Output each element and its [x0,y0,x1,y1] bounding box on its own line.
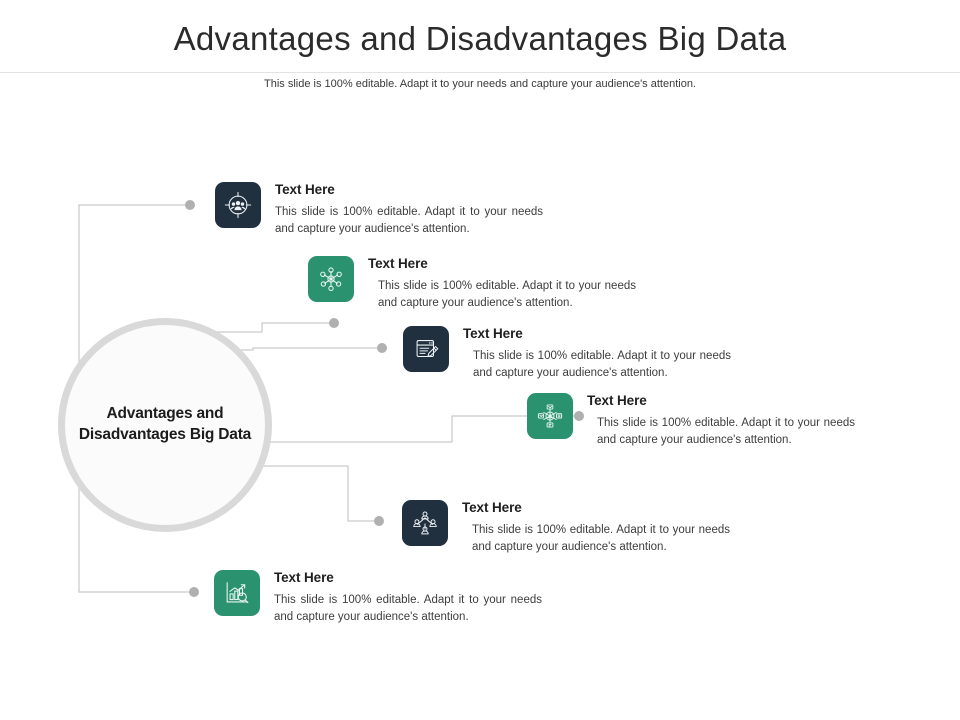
connector-dot [189,587,199,597]
node-text: Text Here This slide is 100% editable. A… [463,326,731,381]
node-item[interactable]: Text Here This slide is 100% editable. A… [214,570,542,625]
node-item[interactable]: Text Here This slide is 100% editable. A… [308,256,636,311]
connector-dot [574,411,584,421]
node-title: Text Here [274,570,334,585]
node-body: This slide is 100% editable. Adapt it to… [274,594,542,623]
node-title: Text Here [275,182,335,197]
node-title: Text Here [463,326,523,341]
node-item[interactable]: Text Here This slide is 100% editable. A… [402,500,730,555]
node-title: Text Here [368,256,428,271]
node-text: Text Here This slide is 100% editable. A… [274,570,542,625]
central-hub: Advantages and Disadvantages Big Data [58,318,272,532]
node-item[interactable]: Text Here This slide is 100% editable. A… [527,393,855,448]
node-body: This slide is 100% editable. Adapt it to… [378,280,636,309]
node-body: This slide is 100% editable. Adapt it to… [472,524,730,553]
team-structure-icon [402,500,448,546]
node-text: Text Here This slide is 100% editable. A… [587,393,855,448]
network-hub-icon [308,256,354,302]
data-analytics-network-icon [527,393,573,439]
connector-dot [377,343,387,353]
node-item[interactable]: Text Here This slide is 100% editable. A… [403,326,731,381]
target-audience-icon [215,182,261,228]
connector-dot [374,516,384,526]
connector-dot [329,318,339,328]
hub-label: Advantages and Disadvantages Big Data [78,405,252,443]
node-title: Text Here [462,500,522,515]
connector-dot [185,200,195,210]
node-body: This slide is 100% editable. Adapt it to… [473,350,731,379]
node-body: This slide is 100% editable. Adapt it to… [597,417,855,446]
node-title: Text Here [587,393,647,408]
document-edit-icon [403,326,449,372]
node-body: This slide is 100% editable. Adapt it to… [275,206,543,235]
page-subtitle: This slide is 100% editable. Adapt it to… [264,78,696,90]
node-text: Text Here This slide is 100% editable. A… [462,500,730,555]
node-item[interactable]: Text Here This slide is 100% editable. A… [215,182,543,237]
page-title: Advantages and Disadvantages Big Data [173,20,787,57]
header-divider [0,72,960,73]
node-text: Text Here This slide is 100% editable. A… [275,182,543,237]
chart-search-icon [214,570,260,616]
node-text: Text Here This slide is 100% editable. A… [368,256,636,311]
